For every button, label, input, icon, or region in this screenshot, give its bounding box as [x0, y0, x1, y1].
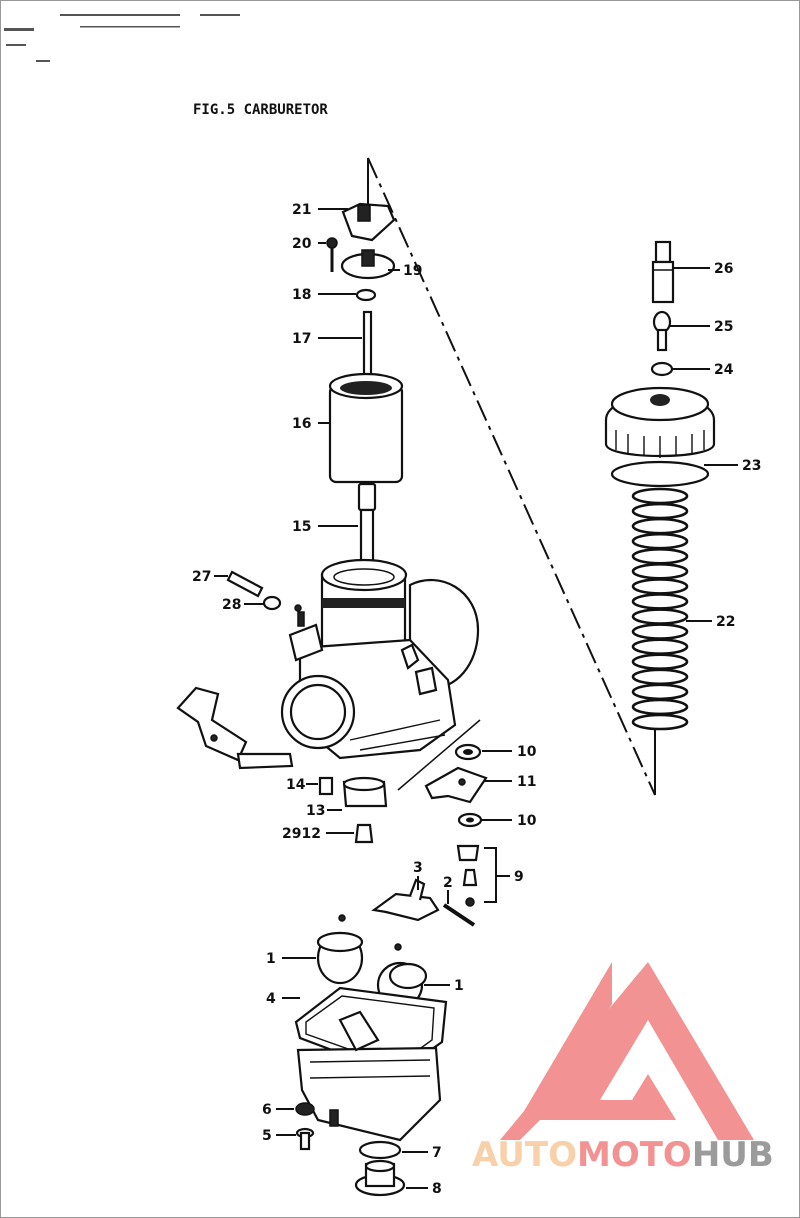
- callout-10-lower: 10: [517, 813, 537, 829]
- carburetor-body: [280, 558, 480, 760]
- callout-21: 21: [292, 202, 311, 218]
- part-2912-main-jet: [354, 823, 374, 844]
- part-5-screw: [295, 1127, 315, 1151]
- logo-triangle-mark: [500, 962, 754, 1140]
- callout-27: 27: [192, 569, 211, 585]
- callout-4: 4: [266, 991, 276, 1007]
- callout-8: 8: [432, 1181, 442, 1197]
- callout-28: 28: [222, 597, 241, 613]
- callout-7: 7: [432, 1145, 442, 1161]
- part-2-float-pin: [442, 903, 476, 927]
- part-18-clip: [355, 288, 377, 302]
- choke-bracket: [176, 686, 294, 770]
- part-7-o-ring: [358, 1140, 402, 1160]
- spring-coil: [631, 713, 689, 731]
- part-19-top-plate: [340, 249, 396, 280]
- float-chamber-bowl: [296, 1010, 442, 1142]
- part-23-mixing-chamber-cap: [604, 386, 716, 488]
- callout-13: 13: [306, 803, 325, 819]
- dot-marker: [394, 943, 402, 951]
- part-28-spring: [262, 595, 302, 612]
- part-14-pilot-jet: [318, 776, 334, 796]
- callout-11: 11: [517, 774, 536, 790]
- callout-15: 15: [292, 519, 311, 535]
- callout-19: 19: [403, 263, 422, 279]
- part-25-adjuster-nut: [652, 310, 672, 352]
- callout-10-upper: 10: [517, 744, 537, 760]
- callout-1-right: 1: [454, 978, 464, 994]
- callout-3: 3: [413, 860, 423, 876]
- dot-marker: [338, 914, 346, 922]
- automotohub-logo: AUTOMOTOHUB: [472, 962, 774, 1175]
- part-26-cable-adjuster: [651, 240, 675, 304]
- part-24-washer: [650, 361, 674, 377]
- callout-18: 18: [292, 287, 311, 303]
- logo-triangle-inner: [520, 962, 612, 1118]
- callout-9: 9: [514, 869, 524, 885]
- part-8-drain-plug: [354, 1159, 406, 1197]
- callout-20: 20: [292, 236, 312, 252]
- leader-lines: [214, 208, 738, 1189]
- callout-25: 25: [714, 319, 733, 335]
- callout-1-left: 1: [266, 951, 276, 967]
- part-6-washer: [295, 1102, 315, 1116]
- part-11-float-arm: [424, 766, 488, 804]
- callout-26: 26: [714, 261, 733, 277]
- part-22-valve-spring: [631, 487, 689, 731]
- callout-23: 23: [742, 458, 761, 474]
- callout-16: 16: [292, 416, 311, 432]
- callout-6: 6: [262, 1102, 272, 1118]
- assembly-guide-lines: [367, 157, 656, 796]
- callout-5: 5: [262, 1128, 272, 1144]
- callout-24: 24: [714, 362, 734, 378]
- part-1-float-left: [316, 931, 364, 985]
- part-9-needle-valve-seat: [456, 844, 480, 907]
- part-10-washer-upper: [454, 743, 482, 761]
- callout-2912: 2912: [282, 826, 321, 842]
- logo-text-auto: AUTOMOTOHUB: [472, 1135, 774, 1175]
- part-21-cable-adjuster-cap: [341, 202, 396, 242]
- callout-14: 14: [286, 777, 306, 793]
- callout-labels: 21 20 19 18 17 16 15 27 28 14 13 2912 10…: [192, 202, 761, 1197]
- callout-17: 17: [292, 331, 311, 347]
- part-20-screw: [326, 237, 338, 272]
- callout-22: 22: [716, 614, 735, 630]
- callout-2: 2: [443, 875, 453, 891]
- figure-title: FIG.5 CARBURETOR: [193, 102, 328, 118]
- part-10-washer-lower: [457, 812, 483, 828]
- part-27-throttle-stop-screw: [226, 570, 264, 598]
- part-16-throttle-valve: [328, 372, 404, 484]
- scan-noise: [4, 14, 240, 62]
- part-13-jet-holder: [342, 776, 388, 808]
